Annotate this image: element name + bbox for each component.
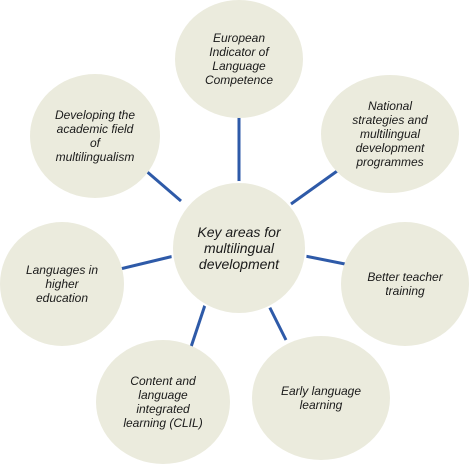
center-node: Key areas for multilingual development xyxy=(171,181,307,315)
connector-national-strategies xyxy=(290,167,341,206)
node-european-indicator: European Indicator of Language Competenc… xyxy=(175,0,303,118)
node-national-strategies-label: National strategies and multilingual dev… xyxy=(352,99,428,169)
node-academic-field: Developing the academic field of multili… xyxy=(30,74,160,198)
node-national-strategies: National strategies and multilingual dev… xyxy=(321,75,459,193)
node-teacher-training: Better teacher training xyxy=(341,222,469,346)
node-clil-label: Content and language integrated learning… xyxy=(123,374,203,430)
node-teacher-training-label: Better teacher training xyxy=(367,270,443,298)
node-early-learning-label: Early language learning xyxy=(280,384,362,412)
connector-higher-education xyxy=(115,254,175,272)
node-higher-education: Languages in higher education xyxy=(0,222,124,346)
node-european-indicator-label: European Indicator of Language Competenc… xyxy=(204,31,274,87)
node-clil: Content and language integrated learning… xyxy=(96,340,230,464)
node-early-learning: Early language learning xyxy=(252,336,390,460)
center-node-label: Key areas for multilingual development xyxy=(197,224,281,272)
node-higher-education-label: Languages in higher education xyxy=(25,263,99,305)
connector-academic-field xyxy=(144,168,182,203)
node-academic-field-label: Developing the academic field of multili… xyxy=(54,108,136,164)
